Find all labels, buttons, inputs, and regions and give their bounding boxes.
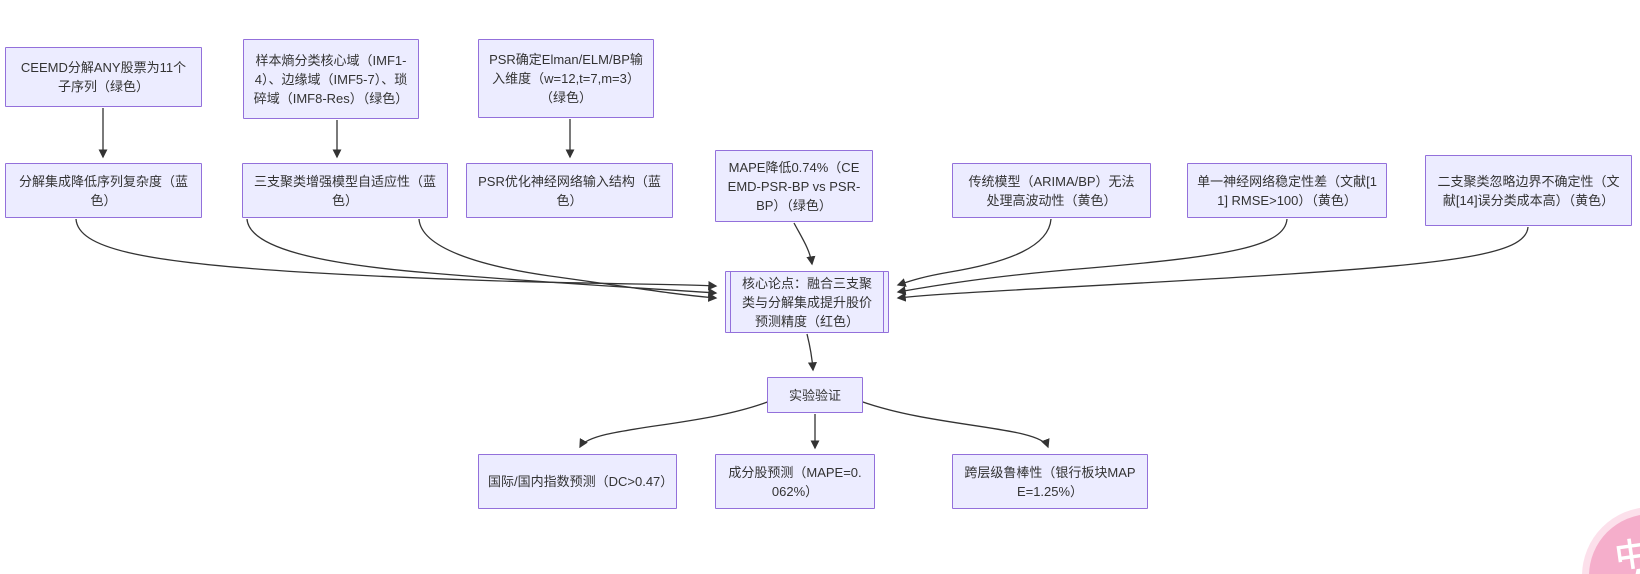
translate-badge[interactable]: 中 A	[1589, 514, 1640, 574]
node-label: 二支聚类忽略边界不确定性（文献[14]误分类成本高）（黄色）	[1437, 173, 1620, 208]
node-label: 三支聚类增强模型自适应性（蓝色）	[253, 173, 436, 208]
node-label: CEEMD分解ANY股票为11个子序列（绿色）	[20, 60, 187, 94]
node-label: 实验验证	[788, 387, 841, 403]
node-label: 单一神经网络稳定性差（文献[11] RMSE>100）（黄色）	[1197, 173, 1377, 208]
node-psr-input-dim: PSR确定Elman/ELM/BP输入维度（w=12,t=7,m=3）（绿色）	[478, 39, 654, 118]
edge-twoway-to-core	[896, 226, 1529, 302]
edge-core-to-experiment	[806, 333, 817, 372]
node-mape-improvement: MAPE降低0.74%（CEEMD-PSR-BP vs PSR-BP）（绿色）	[715, 150, 873, 222]
node-traditional-limits: 传统模型（ARIMA/BP）无法处理高波动性（黄色）	[952, 163, 1151, 218]
node-constituent-forecast: 成分股预测（MAPE=0.062%）	[715, 454, 875, 509]
node-single-nn-unstable: 单一神经网络稳定性差（文献[11] RMSE>100）（黄色）	[1187, 163, 1387, 218]
node-three-way-adaptive: 三支聚类增强模型自适应性（蓝色）	[242, 163, 448, 218]
node-core-thesis: 核心论点：融合三支聚类与分解集成提升股价预测精度（红色）	[725, 271, 889, 333]
node-psr-structure: PSR优化神经网络输入结构（蓝色）	[466, 163, 673, 218]
edge-singlenn-to-core	[896, 218, 1288, 296]
node-ceemd-decompose: CEEMD分解ANY股票为11个子序列（绿色）	[5, 47, 202, 107]
node-label: 跨层级鲁棒性（银行板块MAPE=1.25%）	[964, 464, 1136, 499]
node-two-way-limits: 二支聚类忽略边界不确定性（文献[14]误分类成本高）（黄色）	[1425, 155, 1632, 226]
node-label: MAPE降低0.74%（CEEMD-PSR-BP vs PSR-BP）（绿色）	[727, 159, 861, 213]
node-experiment: 实验验证	[767, 377, 863, 413]
edge-experiment-to-robust	[859, 400, 1050, 449]
node-label: 国际/国内指数预测（DC>0.47）	[488, 474, 674, 489]
node-decomp-complexity: 分解集成降低序列复杂度（蓝色）	[5, 163, 202, 218]
node-label: 样本熵分类核心域（IMF1-4）、边缘域（IMF5-7）、琐碎域（IMF8-Re…	[253, 52, 409, 106]
node-label: 核心论点：融合三支聚类与分解集成提升股价预测精度（红色）	[741, 275, 872, 329]
node-sample-entropy: 样本熵分类核心域（IMF1-4）、边缘域（IMF5-7）、琐碎域（IMF8-Re…	[243, 39, 419, 119]
edge-adaptive-to-core	[246, 218, 718, 297]
node-label: PSR优化神经网络输入结构（蓝色）	[478, 173, 661, 208]
edge-traditional-to-core	[896, 218, 1052, 287]
node-label: 成分股预测（MAPE=0.062%）	[728, 464, 862, 499]
latin-char-icon: A	[1626, 560, 1640, 574]
edge-mape-to-core	[793, 222, 816, 266]
node-label: 传统模型（ARIMA/BP）无法处理高波动性（黄色）	[968, 173, 1135, 208]
node-label: 分解集成降低序列复杂度（蓝色）	[18, 173, 188, 208]
edge-experiment-to-index	[579, 400, 771, 449]
node-label: PSR确定Elman/ELM/BP输入维度（w=12,t=7,m=3）（绿色）	[489, 52, 643, 105]
edge-structure-to-core	[418, 218, 718, 302]
node-cross-level-robust: 跨层级鲁棒性（银行板块MAPE=1.25%）	[952, 454, 1148, 509]
edge-complexity-to-core	[75, 218, 718, 291]
node-index-forecast: 国际/国内指数预测（DC>0.47）	[478, 454, 677, 509]
